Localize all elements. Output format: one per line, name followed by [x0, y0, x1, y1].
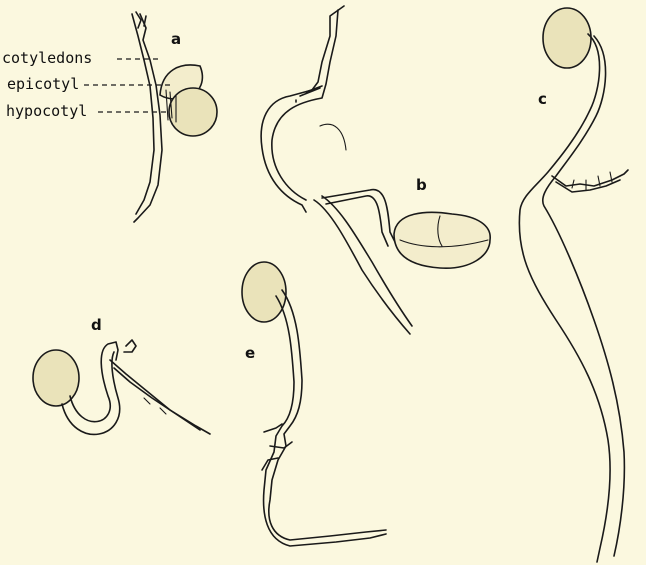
seed-c — [543, 8, 591, 68]
label-group: cotyledons epicotyl hypocotyl — [2, 49, 170, 120]
cotyledons-b — [394, 212, 490, 268]
seedling-d — [33, 340, 210, 434]
seedling-e — [242, 262, 386, 546]
label-cotyledons: cotyledons — [2, 49, 92, 67]
seedling-c — [519, 8, 628, 562]
seed-e — [242, 262, 286, 322]
label-epicotyl: epicotyl — [7, 75, 79, 93]
panel-letter-d: d — [91, 316, 102, 334]
panel-letter-a: a — [171, 30, 181, 48]
seed-d — [33, 350, 79, 406]
seedling-b — [261, 6, 490, 334]
panel-letter-b: b — [416, 176, 427, 194]
panel-letter-c: c — [538, 90, 547, 108]
panel-letter-e: e — [245, 344, 255, 362]
label-hypocotyl: hypocotyl — [6, 102, 87, 120]
